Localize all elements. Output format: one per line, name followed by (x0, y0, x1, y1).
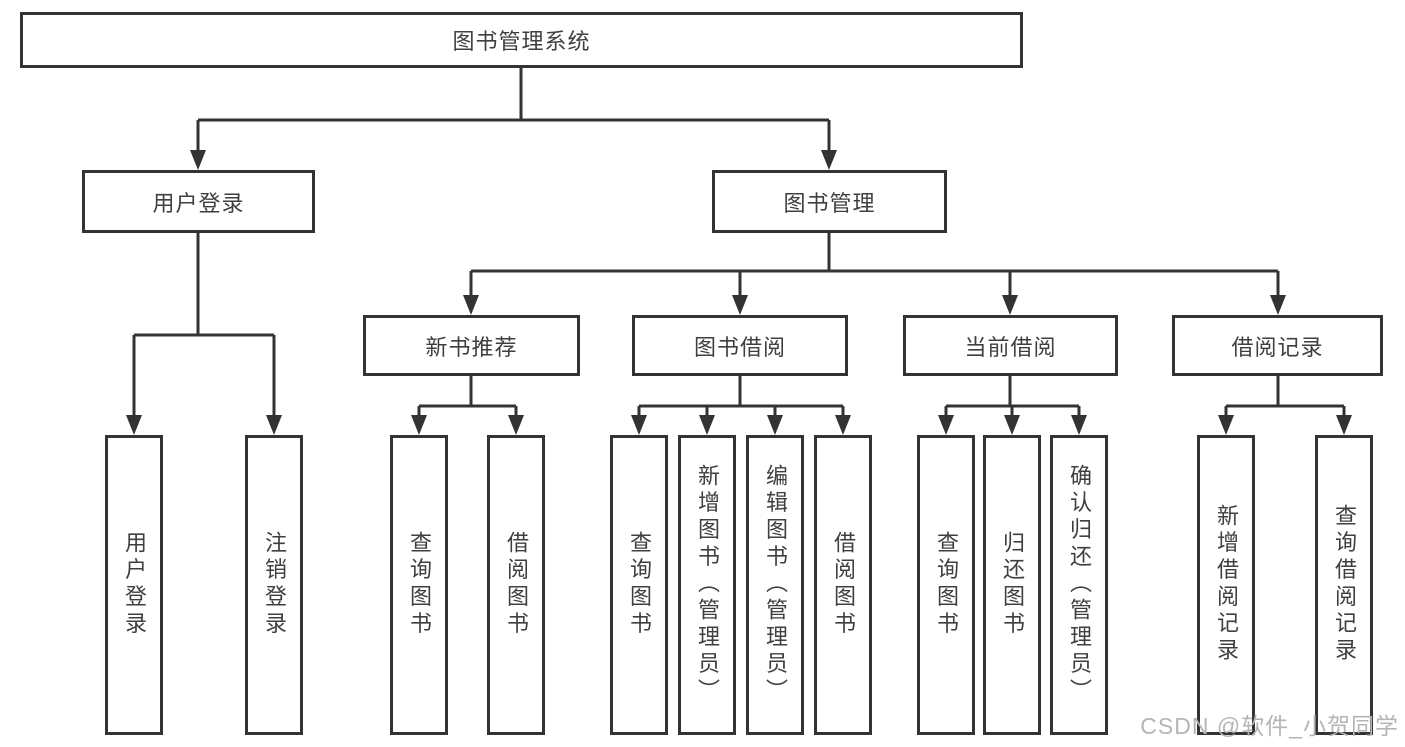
leaf-edit-books-admin: 编辑图书（管理员） (746, 435, 804, 735)
node-borrow-records: 借阅记录 (1172, 315, 1383, 376)
leaf-return-books: 归还图书 (983, 435, 1041, 735)
leaf-borrow-books: 借阅图书 (814, 435, 872, 735)
leaf-query-borrow-record: 查询借阅记录 (1315, 435, 1373, 735)
leaf-add-books-admin: 新增图书（管理员） (678, 435, 736, 735)
node-book-management: 图书管理 (712, 170, 947, 233)
arrowheads (126, 150, 1352, 435)
leaf-user-login: 用户登录 (105, 435, 163, 735)
leaf-borrow-books-recommend: 借阅图书 (487, 435, 545, 735)
node-library-management-system: 图书管理系统 (20, 12, 1023, 68)
leaf-query-books-recommend: 查询图书 (390, 435, 448, 735)
leaf-confirm-return-admin: 确认归还（管理员） (1050, 435, 1108, 735)
node-user-login: 用户登录 (82, 170, 315, 233)
node-current-borrow: 当前借阅 (903, 315, 1118, 376)
leaf-query-books-current: 查询图书 (917, 435, 975, 735)
node-new-book-recommend: 新书推荐 (363, 315, 580, 376)
watermark: CSDN @软件_小贺同学 (1140, 713, 1399, 739)
leaf-add-borrow-record: 新增借阅记录 (1197, 435, 1255, 735)
leaf-logout: 注销登录 (245, 435, 303, 735)
leaf-query-books-borrow: 查询图书 (610, 435, 668, 735)
node-book-borrow: 图书借阅 (632, 315, 848, 376)
